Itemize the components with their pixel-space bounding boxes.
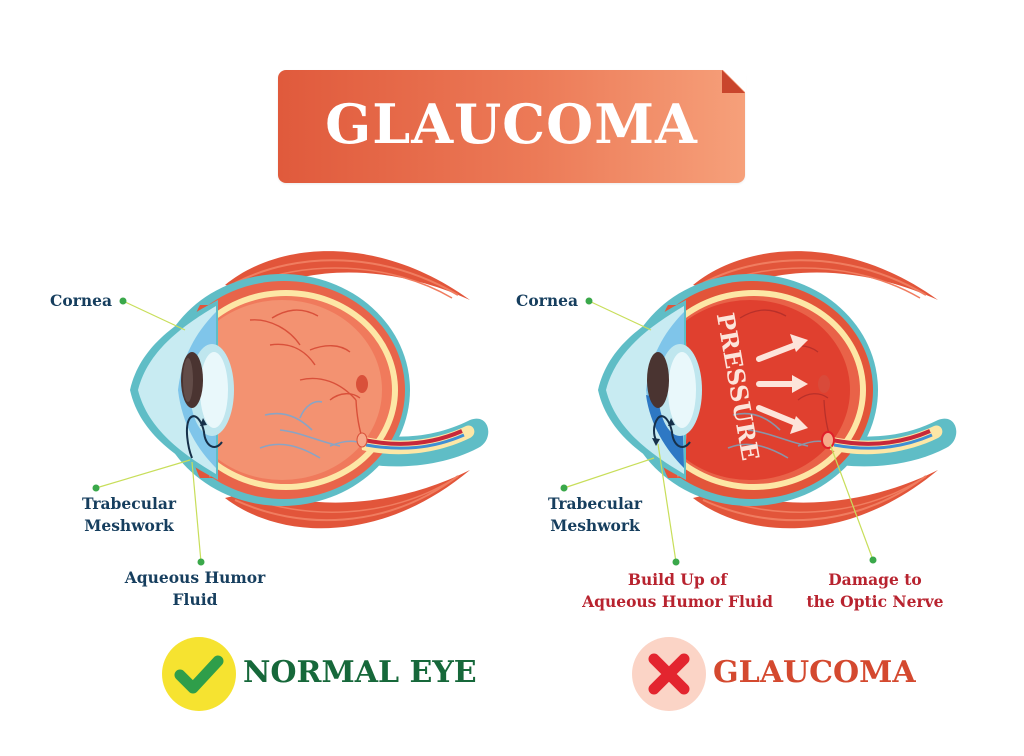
normal-eye-status-text: NORMAL EYE: [243, 655, 477, 690]
normal-status-badge: [162, 637, 236, 711]
trabecular-line1: Trabecular: [81, 494, 177, 513]
glaucoma-status-badge: [632, 637, 706, 711]
trabecular-line2: Meshwork: [550, 516, 640, 535]
buildup-line2: Aqueous Humor Fluid: [582, 592, 773, 611]
aqueous-line1: Aqueous Humor: [124, 568, 266, 587]
aqueous-line2: Fluid: [172, 590, 218, 609]
trabecular-line2: Meshwork: [84, 516, 174, 535]
damage-line1: Damage to: [828, 570, 922, 589]
x-icon: [648, 653, 690, 695]
trabecular-label-glaucoma: Trabecular Meshwork: [540, 493, 650, 537]
buildup-label: Build Up of Aqueous Humor Fluid: [570, 569, 785, 613]
optic-nerve-damage-label: Damage to the Optic Nerve: [800, 569, 950, 613]
page-title: GLAUCOMA: [325, 92, 698, 156]
cornea-label-normal: Cornea: [50, 291, 113, 310]
title-banner: GLAUCOMA: [278, 69, 746, 183]
trabecular-line1: Trabecular: [547, 494, 643, 513]
glaucoma-status-text: GLAUCOMA: [713, 655, 916, 690]
cornea-label-glaucoma: Cornea: [516, 291, 579, 310]
damage-line2: the Optic Nerve: [806, 592, 944, 611]
buildup-line1: Build Up of: [627, 570, 728, 589]
trabecular-label-normal: Trabecular Meshwork: [74, 493, 184, 537]
banner-fold-shadow: [722, 70, 745, 93]
check-icon: [174, 655, 224, 694]
aqueous-label-normal: Aqueous Humor Fluid: [110, 567, 280, 611]
